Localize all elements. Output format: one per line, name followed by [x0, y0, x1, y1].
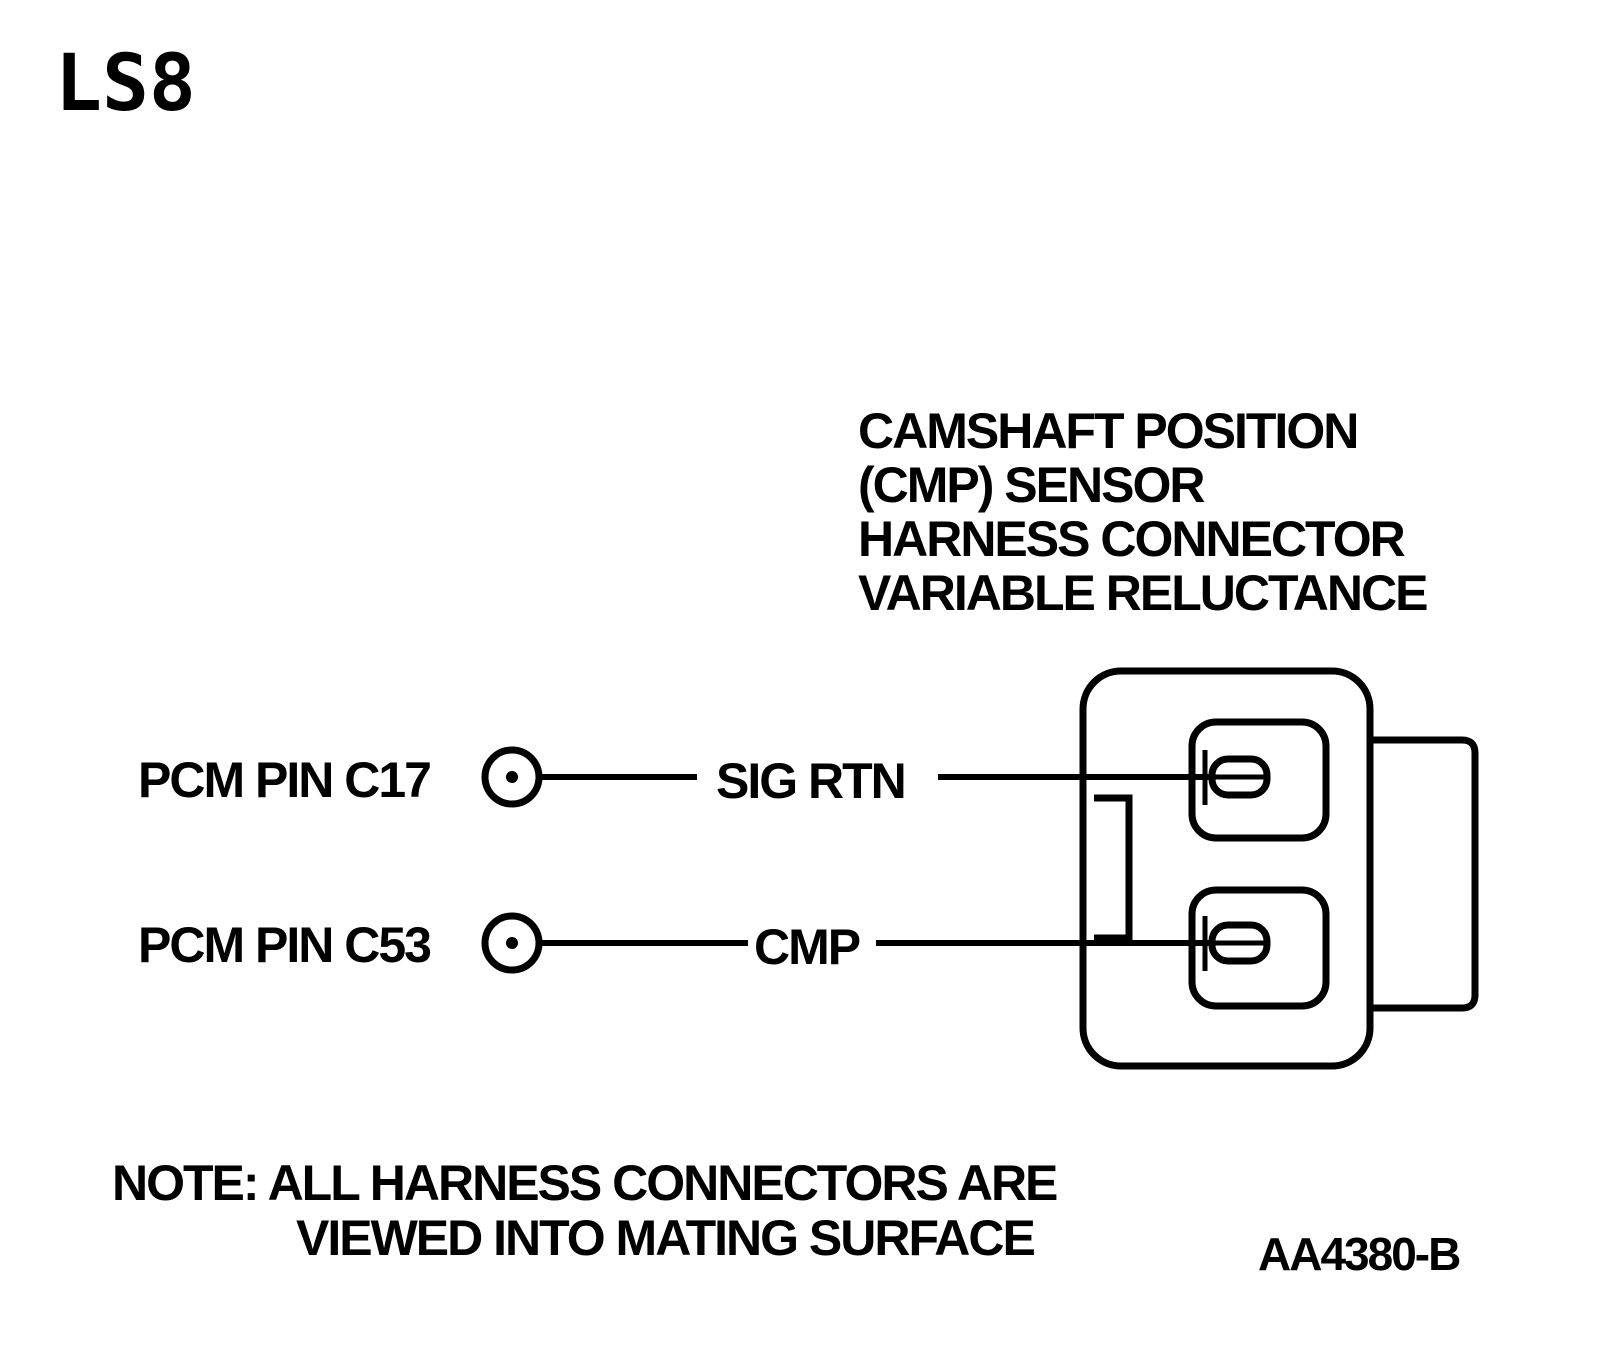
- terminal-top-icon: [1202, 750, 1271, 805]
- component-title-line-4: VARIABLE RELUCTANCE: [858, 565, 1427, 621]
- pcm-pin-label-c17: PCM PIN C17: [138, 752, 430, 808]
- connector-cavity-bottom: [1188, 886, 1330, 1010]
- wire-label-sig-rtn: SIG RTN: [716, 753, 905, 809]
- circuit-sig-rtn: PCM PIN C17 SIG RTN: [138, 746, 1212, 809]
- component-title-line-2: (CMP) SENSOR: [858, 457, 1205, 513]
- note-line-1: NOTE: ALL HARNESS CONNECTORS ARE: [112, 1155, 1057, 1211]
- connector-body: [1079, 667, 1374, 1070]
- connector-rear-shroud: [1370, 736, 1479, 1012]
- circuit-cmp: PCM PIN C53 CMP: [138, 912, 1212, 975]
- component-title: CAMSHAFT POSITION (CMP) SENSOR HARNESS C…: [858, 403, 1429, 621]
- harness-connector-icon: [1079, 667, 1479, 1070]
- page-code-label: LS8: [55, 39, 196, 129]
- connector-cavity-top: [1188, 718, 1330, 842]
- wire-label-cmp: CMP: [754, 919, 860, 975]
- pin-terminal-c53-dot-icon: [506, 937, 518, 949]
- pcm-pin-label-c53: PCM PIN C53: [138, 917, 430, 973]
- connector-locking-tab: [1094, 794, 1133, 942]
- pin-terminal-c17-dot-icon: [506, 771, 518, 783]
- component-title-line-1: CAMSHAFT POSITION: [858, 403, 1357, 459]
- terminal-bottom-icon: [1202, 916, 1271, 971]
- note-line-2: VIEWED INTO MATING SURFACE: [296, 1210, 1034, 1266]
- note: NOTE: ALL HARNESS CONNECTORS ARE VIEWED …: [112, 1155, 1059, 1266]
- figure-id: AA4380-B: [1258, 1228, 1460, 1280]
- component-title-line-3: HARNESS CONNECTOR: [858, 511, 1406, 567]
